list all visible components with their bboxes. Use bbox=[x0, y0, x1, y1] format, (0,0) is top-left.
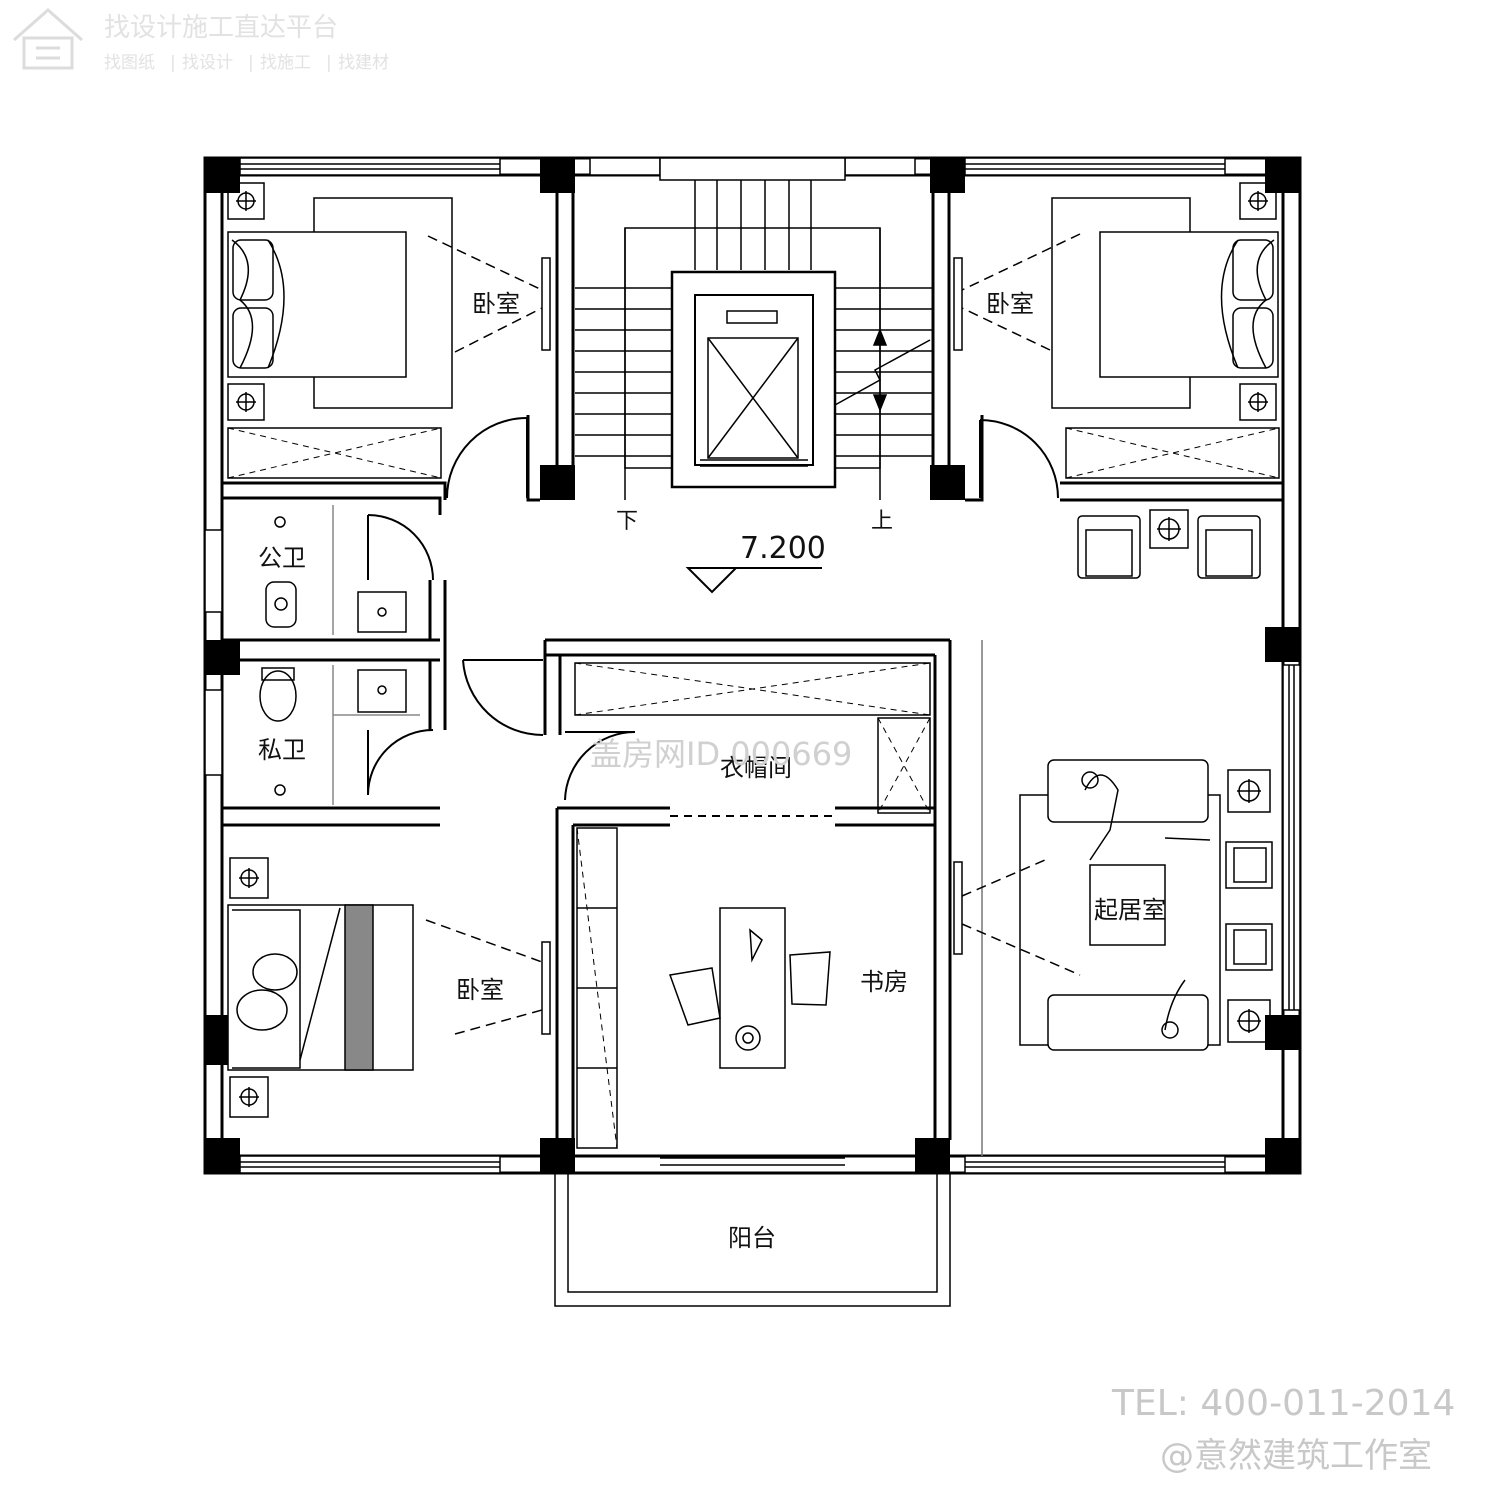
staircase bbox=[575, 180, 932, 500]
room-label-balcony: 阳台 bbox=[728, 1224, 776, 1252]
header-separator: | bbox=[170, 53, 176, 73]
wardrobe-nw bbox=[227, 427, 442, 479]
header-link-design: 找设计 bbox=[182, 53, 233, 73]
desk bbox=[668, 907, 831, 1069]
armchairs bbox=[1077, 509, 1261, 579]
tv-ne bbox=[953, 233, 1081, 351]
nightstand-lamp-icon bbox=[1239, 182, 1277, 421]
logo-house-icon bbox=[13, 7, 83, 70]
header-title: 找设计施工直达平台 bbox=[104, 13, 338, 43]
room-label-bedroom-ne: 卧室 bbox=[986, 290, 1034, 318]
room-label-study: 书房 bbox=[860, 968, 908, 996]
room-label-bedroom-sw: 卧室 bbox=[456, 976, 504, 1004]
room-label-private-bath: 私卫 bbox=[258, 736, 306, 764]
closet-shelves bbox=[574, 662, 931, 814]
tv-sw bbox=[425, 919, 551, 1035]
tv-nw bbox=[427, 235, 551, 353]
elevator bbox=[670, 270, 837, 489]
id-watermark: 盖房网ID 000669 bbox=[590, 735, 852, 773]
footer-studio: @意然建筑工作室 bbox=[1160, 1436, 1432, 1476]
stair-down-label: 下 bbox=[616, 509, 638, 534]
bookshelf bbox=[576, 827, 618, 1149]
header-separator: | bbox=[248, 53, 254, 73]
bed-ne bbox=[1051, 197, 1279, 409]
columns bbox=[205, 158, 1300, 1173]
doors bbox=[367, 417, 1059, 801]
elevation-marker bbox=[685, 567, 822, 594]
tv-living bbox=[953, 859, 1081, 976]
living-furniture bbox=[1019, 759, 1273, 1051]
header-separator: | bbox=[326, 53, 332, 73]
bed-nw bbox=[227, 197, 453, 409]
bathroom-fixtures bbox=[259, 505, 420, 805]
room-label-closet: 衣帽间 bbox=[720, 754, 792, 782]
header-link-construction: 找施工 bbox=[260, 53, 311, 73]
windows bbox=[204, 157, 1301, 1174]
sliding-door-balcony bbox=[660, 1157, 845, 1166]
nightstand-lamp-icon bbox=[229, 857, 269, 1118]
header-link-drawings: 找图纸 bbox=[104, 53, 155, 73]
wardrobe-ne bbox=[1065, 427, 1280, 479]
footer-tel: TEL: 400-011-2014 bbox=[1111, 1383, 1455, 1424]
bed-sw bbox=[227, 904, 414, 1071]
room-label-living: 起居室 bbox=[1094, 896, 1166, 924]
balcony bbox=[554, 1172, 951, 1307]
header-links: 找图纸 | 找设计 | 找施工 | 找建材 bbox=[104, 53, 389, 73]
stair-up-label: 上 bbox=[871, 509, 893, 534]
header-link-materials: 找建材 bbox=[338, 53, 389, 73]
nightstand-lamp-icon bbox=[227, 182, 265, 421]
elevation-value: 7.200 bbox=[740, 531, 826, 566]
room-label-public-bath: 公卫 bbox=[258, 544, 306, 572]
interior-walls bbox=[222, 175, 1283, 1140]
room-label-bedroom-nw: 卧室 bbox=[472, 290, 520, 318]
